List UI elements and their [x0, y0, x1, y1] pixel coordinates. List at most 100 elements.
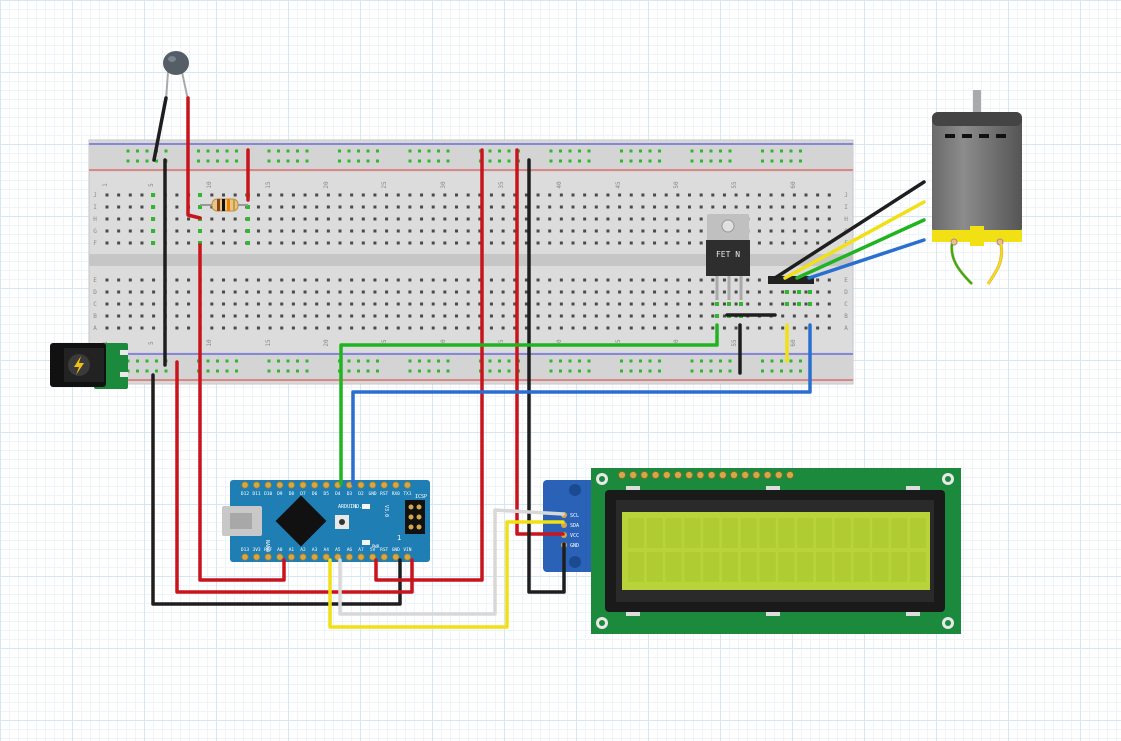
- nano-pin-bottom[interactable]: [368, 553, 377, 561]
- nano-pin-top[interactable]: [299, 481, 307, 489]
- nano-pin-label-bottom: REF: [264, 547, 272, 553]
- nano-pin-top[interactable]: [357, 481, 365, 489]
- wire-red-lcd-vcc[interactable]: [515, 148, 565, 536]
- wire-blue[interactable]: [351, 323, 812, 486]
- nano-pin-bottom[interactable]: [264, 553, 272, 561]
- lcd-header-pins: [618, 471, 794, 479]
- row-letter: G: [93, 228, 97, 235]
- wires: [151, 96, 926, 629]
- nano-pin-bottom[interactable]: [345, 553, 353, 561]
- nano-pin-label-bottom: A0: [277, 547, 283, 553]
- wire-red-analog[interactable]: [198, 243, 286, 582]
- wire-red-vin[interactable]: [175, 360, 414, 594]
- nano-pin-label-top: D11: [253, 491, 261, 497]
- breadboard-labels: 1155101015152020252530303535404045455050…: [93, 181, 848, 347]
- row-letter: A: [844, 325, 848, 332]
- breadboard-channel: [89, 254, 853, 266]
- nano-pin-label-bottom: VIN: [403, 547, 411, 553]
- nano-pin-bottom[interactable]: [403, 553, 411, 561]
- column-number-top: 45: [615, 181, 622, 189]
- i2c-backpack: [543, 480, 603, 572]
- nano-pin-bottom[interactable]: [287, 553, 295, 561]
- nano-pin-top[interactable]: [276, 481, 284, 489]
- led-pwr-label: PWR: [372, 544, 380, 549]
- nano-pin-label-top: D7: [300, 491, 306, 497]
- nano-pin-top[interactable]: [310, 481, 319, 489]
- wire-motor-green[interactable]: [795, 218, 926, 280]
- wire-black-gnd[interactable]: [151, 373, 402, 606]
- wire-yellow-sda[interactable]: [328, 520, 565, 629]
- nano-pin-label-bottom: 5V: [370, 547, 376, 553]
- nano-pin-label-top: RX0: [392, 491, 400, 497]
- column-number-bottom: 15: [265, 339, 272, 347]
- nano-pin-bottom[interactable]: [253, 553, 261, 561]
- resistor[interactable]: [200, 198, 248, 212]
- wire-red-5v[interactable]: [374, 148, 484, 582]
- nano-pin-label-top: D12: [241, 491, 249, 497]
- nano-pin-bottom[interactable]: [241, 553, 249, 561]
- column-number-bottom: 35: [498, 339, 505, 347]
- column-number-bottom: 25: [381, 339, 388, 347]
- nano-pin-bottom[interactable]: [357, 553, 365, 561]
- board-text-arduino: ARDUINO.CC: [338, 504, 368, 510]
- dc-motor[interactable]: [932, 90, 1022, 286]
- nano-pin-top[interactable]: [287, 481, 295, 489]
- wire-white-scl[interactable]: [338, 508, 565, 616]
- nano-pin-label-top: D5: [323, 491, 329, 497]
- nano-pin-bottom[interactable]: [380, 553, 388, 561]
- board-text-version: V3.0: [383, 505, 389, 517]
- nano-pin-label-top: D9: [277, 491, 283, 497]
- column-number-bottom: 1: [102, 341, 109, 345]
- wire-thermistor-black[interactable]: [152, 96, 168, 162]
- wire-thermistor-red[interactable]: [186, 96, 202, 220]
- nano-pin-label-top: D10: [264, 491, 272, 497]
- nano-pin-label-bottom: D13: [241, 547, 249, 553]
- nano-pin-top[interactable]: [264, 481, 272, 489]
- nano-pin-top[interactable]: [253, 481, 261, 489]
- wire-black-lcd-gnd[interactable]: [527, 158, 566, 594]
- wire-green-gate[interactable]: [339, 323, 719, 486]
- dc-power-jack[interactable]: [50, 343, 128, 389]
- n-channel-mosfet[interactable]: FET N: [706, 214, 750, 300]
- nano-pin-top[interactable]: [380, 481, 388, 489]
- nano-pin-label-bottom: RST: [380, 547, 388, 553]
- wire-motor-yellow[interactable]: [783, 200, 926, 280]
- row-letter: I: [844, 204, 848, 211]
- row-letter: D: [93, 289, 97, 296]
- nano-pin-top[interactable]: [403, 481, 411, 489]
- nano-pin-top[interactable]: [368, 481, 377, 489]
- column-number-bottom: 40: [556, 339, 563, 347]
- nano-pin-label-bottom: GND: [392, 547, 400, 553]
- thermistor[interactable]: [163, 51, 189, 101]
- lcd-character-cells: [628, 518, 926, 582]
- wire-motor-blue[interactable]: [807, 238, 926, 280]
- nano-pin-label-bottom: A3: [312, 547, 318, 553]
- wire-motor-black[interactable]: [773, 180, 926, 280]
- nano-pin-label-bottom: A4: [323, 547, 329, 553]
- nano-pin-label-top: RST: [380, 491, 388, 497]
- column-number-top: 20: [323, 181, 330, 189]
- nano-pin-bottom[interactable]: [299, 553, 307, 561]
- pin1-label: 1: [397, 534, 401, 542]
- motor-lead-yellow: [987, 243, 1003, 285]
- nano-pin-label-bottom: A7: [358, 547, 364, 553]
- lightning-bolt-icon: [74, 356, 84, 375]
- row-letter: D: [844, 289, 848, 296]
- nano-pin-bottom[interactable]: [310, 553, 319, 561]
- nano-pin-bottom[interactable]: [392, 553, 400, 561]
- nano-pin-top[interactable]: [322, 481, 330, 489]
- nano-pin-label-top: D6: [312, 491, 318, 497]
- column-number-bottom: 5: [148, 341, 155, 345]
- nano-pin-top[interactable]: [392, 481, 400, 489]
- nano-pin-bottom[interactable]: [276, 553, 284, 561]
- motor-header[interactable]: [768, 276, 814, 284]
- column-number-top: 55: [731, 181, 738, 189]
- nano-pin-top[interactable]: [241, 481, 249, 489]
- nano-pin-bottom[interactable]: [322, 553, 330, 561]
- row-letter: I: [93, 204, 97, 211]
- nano-pin-label-bottom: A2: [300, 547, 306, 553]
